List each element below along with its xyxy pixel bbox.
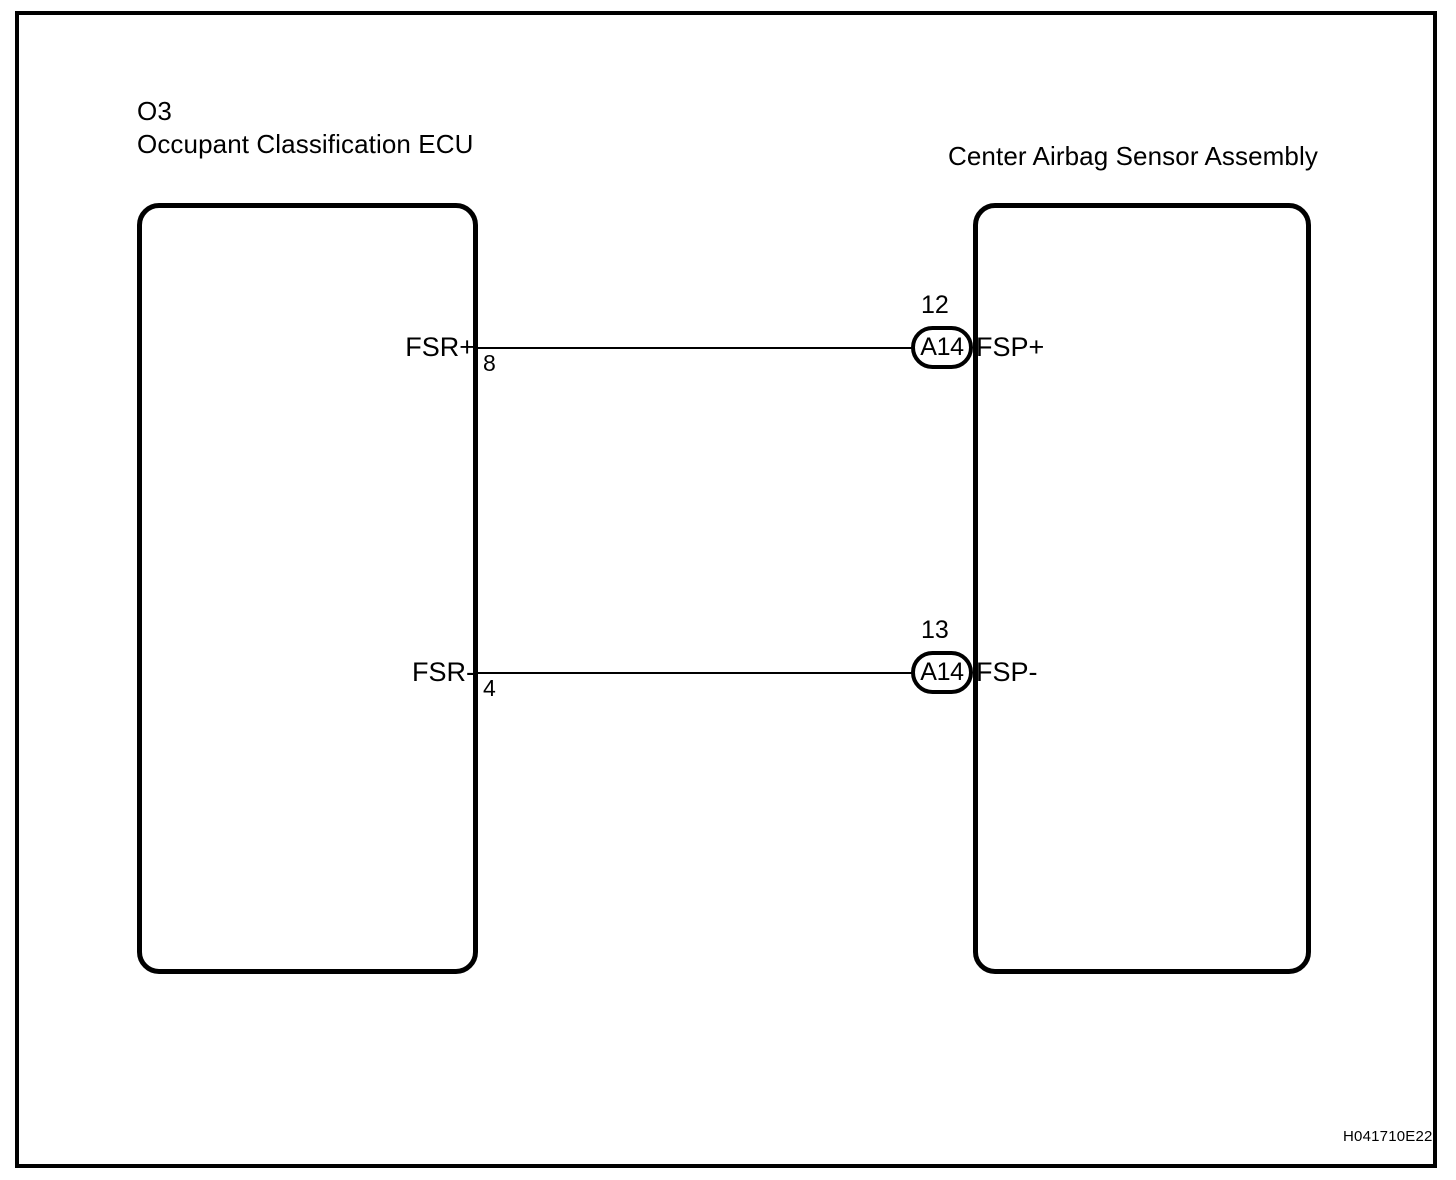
left-component-title: O3 Occupant Classification ECU [137,96,474,159]
diagram-reference-code: H041710E22 [1343,1128,1433,1145]
terminal-label-fsr-plus: FSR+ [405,332,475,362]
pin-number-fsr-minus: 4 [483,675,496,701]
terminal-label-fsr-minus: FSR- [412,657,475,687]
center-airbag-sensor-assembly-box [973,203,1311,974]
pin-number-fsp-minus: 13 [921,616,949,644]
occupant-classification-ecu-box [137,203,478,974]
diagram-border [15,11,1437,1168]
connector-a14-fsp-plus: A14 [911,326,973,369]
right-component-title: Center Airbag Sensor Assembly [948,141,1318,171]
pin-number-fsp-plus: 12 [921,291,949,319]
terminal-label-fsp-minus: FSP- [976,657,1038,687]
connector-a14-fsp-minus: A14 [911,651,973,694]
wire-fsr-minus-to-fsp-minus [474,672,918,674]
pin-number-fsr-plus: 8 [483,350,496,376]
wire-fsr-plus-to-fsp-plus [474,347,918,349]
terminal-label-fsp-plus: FSP+ [976,332,1045,362]
